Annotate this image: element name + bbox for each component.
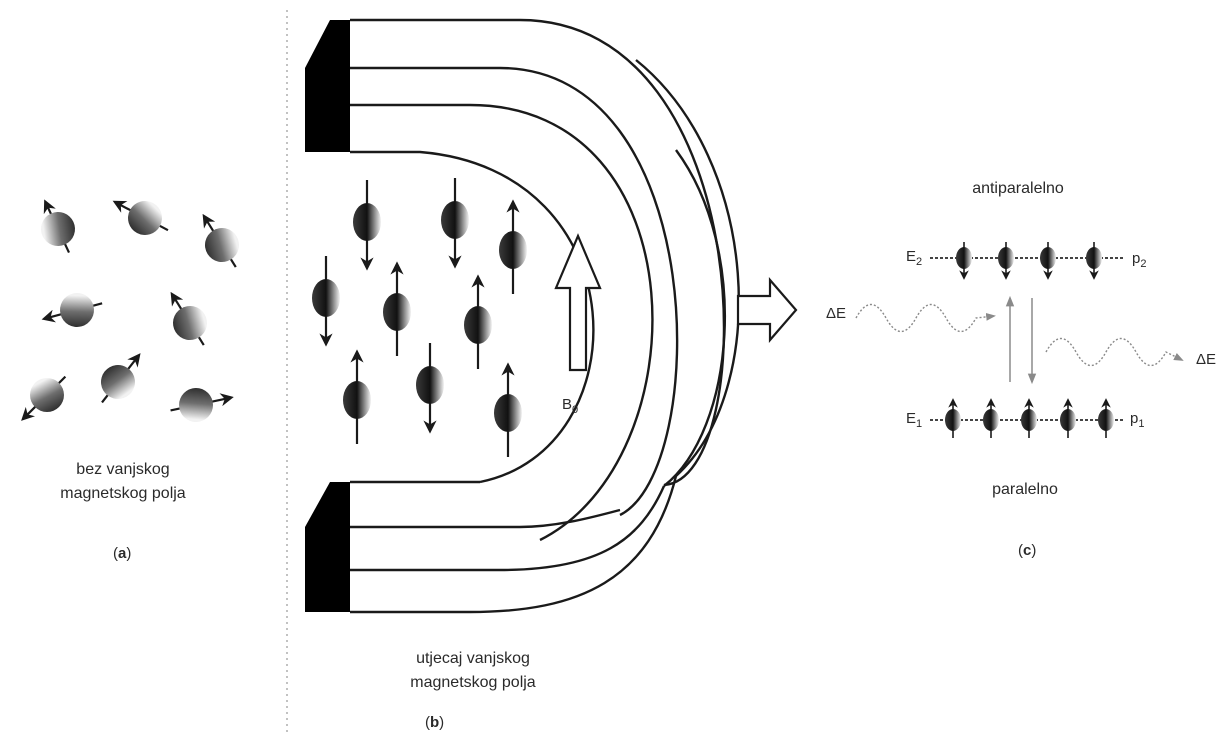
spin-icon [1086,242,1102,280]
upper-population-symbol: p [1132,250,1141,267]
right-block-arrow-icon [736,277,798,343]
absorbed-photon-wave [855,303,996,333]
panel-a-tag: (a) [113,545,132,562]
spin-icon [1060,398,1076,438]
spin-icon [464,274,492,369]
horseshoe-magnet [350,18,741,614]
upper-level-spins [956,242,1102,280]
field-label-subscript: 0 [572,404,579,416]
upper-level-symbol: E [906,248,917,265]
magnet-pole-top [305,20,350,152]
spin-icon [41,199,75,254]
spin-icon [998,242,1014,280]
emitted-photon-wave [1045,337,1184,367]
spin-icon [343,349,371,444]
field-label: B0 [562,396,579,416]
panel-a-tag-letter: a [118,545,127,562]
spin-icon [441,178,469,269]
lower-level-subscript: 1 [916,418,923,430]
spin-icon [41,293,103,327]
magnet-pole-bottom [305,482,350,612]
lower-level-symbol: E [906,410,917,427]
spin-icon [101,353,141,404]
spin-icon [170,388,234,422]
parallel-label: paralelno [992,481,1058,498]
upper-population-label: p2 [1132,250,1147,270]
absorbed-energy-label: ΔE [826,305,847,322]
panel-c-tag-letter: c [1023,542,1032,559]
panel-a-caption: bez vanjskog magnetskog polja [48,458,198,506]
spin-icon [983,398,999,438]
spin-icon [202,213,239,268]
spin-icon [1098,398,1114,438]
panel-b-caption-line2: magnetskog polja [410,674,536,691]
panel-a-caption-line1: bez vanjskog [76,461,170,478]
spin-icon [416,343,444,434]
spin-icon [170,291,207,346]
panel-b-tag-letter: b [430,714,440,731]
spin-icon [1040,242,1056,280]
spin-icon [499,199,527,294]
spin-icon [312,256,340,347]
panel-b-spins [312,178,527,457]
upper-level-label: E2 [906,248,923,268]
emitted-energy-label: ΔE [1196,351,1217,368]
spin-icon [21,375,67,421]
panel-a-caption-line2: magnetskog polja [60,485,186,502]
field-label-symbol: B [562,396,573,413]
spin-icon [112,200,169,235]
spin-icon [945,398,961,438]
panel-b-caption: utjecaj vanjskog magnetskog polja [398,647,548,695]
field-direction-arrow-icon [554,233,602,372]
spin-icon [383,261,411,356]
panel-a-spins [21,199,239,422]
upper-level-subscript: 2 [916,256,923,268]
panel-b-caption-line1: utjecaj vanjskog [416,650,530,667]
panel-c-tag: (c) [1018,542,1037,559]
antiparallel-label: antiparalelno [972,180,1064,197]
lower-level-spins [945,398,1114,438]
panel-b-tag: (b) [425,714,445,731]
upper-population-subscript: 2 [1140,258,1147,270]
lower-population-label: p1 [1130,410,1145,430]
spin-icon [353,180,381,271]
spin-icon [494,362,522,457]
lower-population-symbol: p [1130,410,1139,427]
lower-level-label: E1 [906,410,923,430]
lower-population-subscript: 1 [1138,418,1145,430]
spin-icon [1021,398,1037,438]
spin-icon [956,242,972,280]
